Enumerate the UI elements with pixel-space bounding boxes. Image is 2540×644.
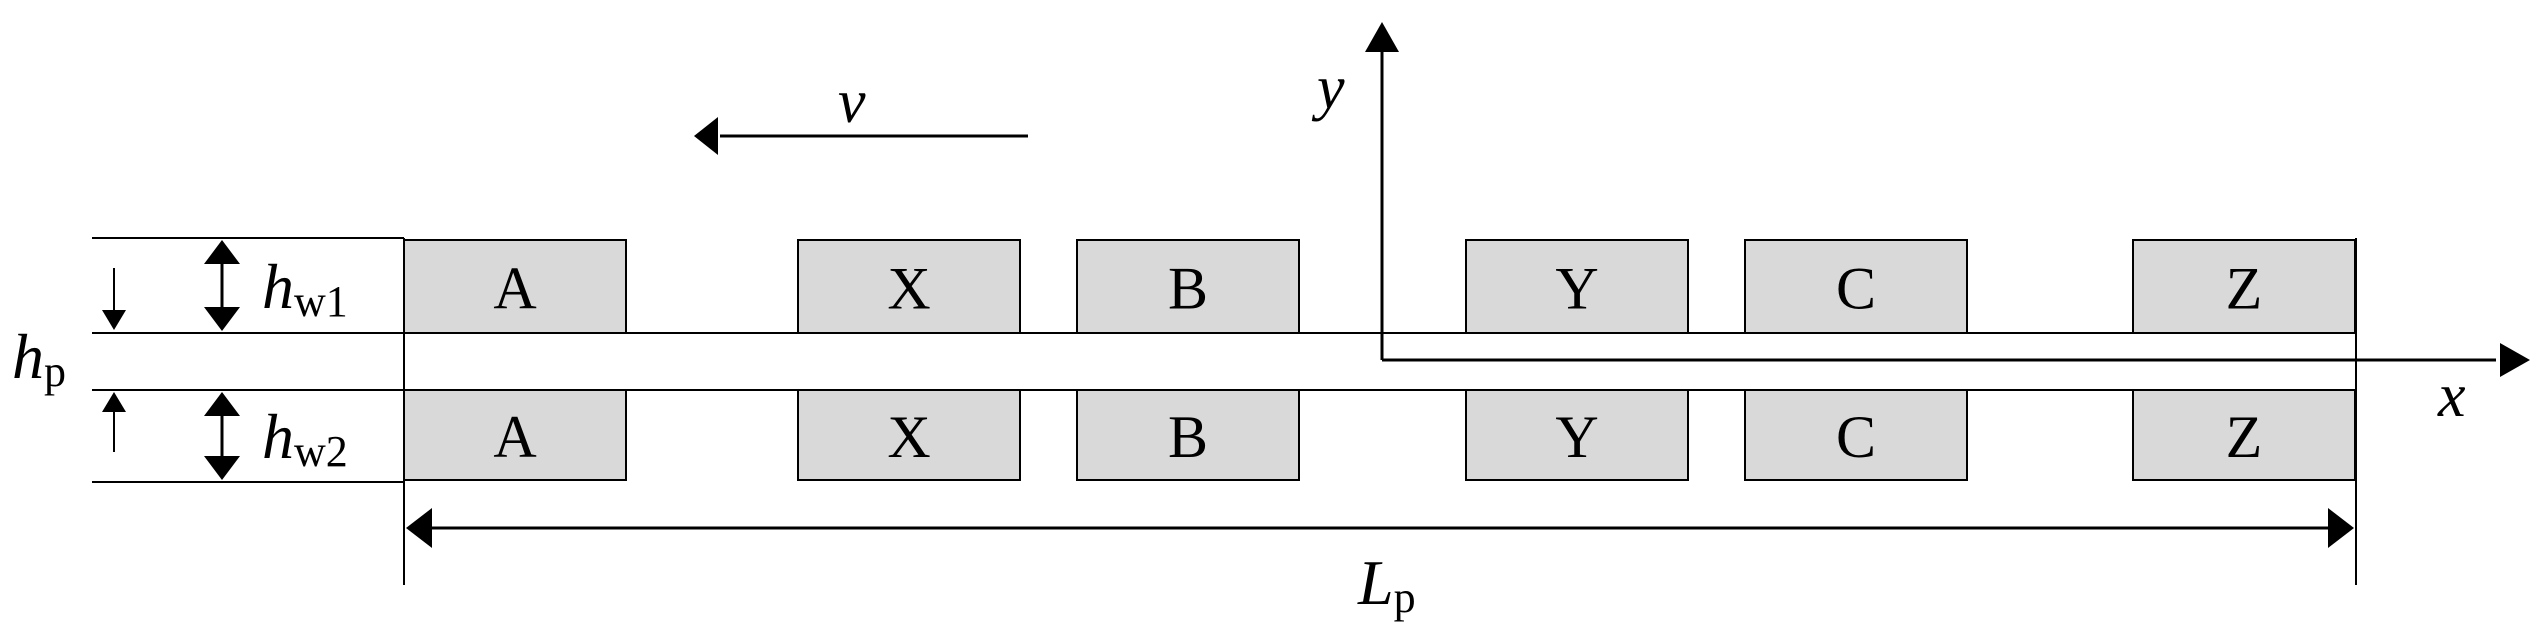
hp-arrowhead-down <box>102 310 126 330</box>
top-coil-label-2: X <box>887 256 930 322</box>
bottom-coil-label-5: C <box>1836 404 1876 470</box>
top-coil-label-4: Y <box>1555 256 1598 322</box>
hw2-label: hw2 <box>262 401 348 476</box>
top-coil-label-1: A <box>493 256 536 322</box>
lp-arrowhead-right <box>2328 508 2354 548</box>
y-axis-arrowhead <box>1365 22 1399 52</box>
top-coil-box-5 <box>1744 239 1968 334</box>
dimension-hw2: hw2 <box>204 392 348 480</box>
lp-arrowhead-left <box>406 508 432 548</box>
bottom-coil-box-3 <box>1076 389 1300 481</box>
hw2-arrowhead-up <box>204 392 240 416</box>
lp-label: Lp <box>1357 547 1416 622</box>
bottom-coil-box-1 <box>403 389 627 481</box>
top-coil-label-3: B <box>1168 256 1208 322</box>
x-axis-label: x <box>2437 362 2466 430</box>
dimension-lp: Lp <box>406 508 2354 622</box>
top-coil-label-5: C <box>1836 256 1876 322</box>
top-coil-box-2 <box>797 239 1021 334</box>
top-coil-label-6: Z <box>2226 256 2263 322</box>
hw1-arrowhead-up <box>204 240 240 264</box>
dimension-hp: hp <box>12 268 126 452</box>
bottom-coil-label-3: B <box>1168 404 1208 470</box>
dimension-hw1: hw1 <box>204 240 348 331</box>
top-coil-box-6 <box>2132 239 2356 334</box>
x-axis-arrowhead <box>2500 343 2530 377</box>
top-coil-box-3 <box>1076 239 1300 334</box>
velocity-arrowhead <box>694 117 718 155</box>
bottom-coil-box-6 <box>2132 389 2356 481</box>
bottom-coil-label-1: A <box>493 404 536 470</box>
bottom-coil-box-2 <box>797 389 1021 481</box>
hw1-arrowhead-down <box>204 307 240 331</box>
hw2-arrowhead-down <box>204 456 240 480</box>
velocity-indicator: v <box>694 68 1028 155</box>
bottom-coil-box-5 <box>1744 389 1968 481</box>
hp-arrowhead-up <box>102 392 126 412</box>
hw1-label: hw1 <box>262 251 348 326</box>
top-coil-box-1 <box>403 239 627 334</box>
bottom-coil-box-4 <box>1465 389 1689 481</box>
top-coil-box-4 <box>1465 239 1689 334</box>
velocity-label: v <box>838 68 866 136</box>
hp-label: hp <box>12 321 66 396</box>
bottom-coil-label-4: Y <box>1555 404 1598 470</box>
coordinate-axes: y x <box>1311 22 2530 430</box>
bottom-coil-label-6: Z <box>2226 404 2263 470</box>
y-axis-label: y <box>1311 54 1345 122</box>
bottom-coil-label-2: X <box>887 404 930 470</box>
